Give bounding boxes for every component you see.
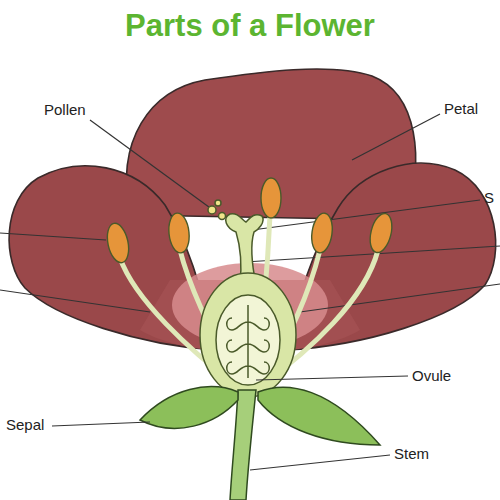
leader-line (252, 200, 480, 230)
part-label: Sepal (6, 416, 44, 434)
anther (104, 221, 132, 264)
anther (167, 212, 191, 254)
pollen-grain (208, 206, 216, 214)
stem (230, 390, 256, 500)
leader-line (52, 376, 408, 470)
leader-line (0, 290, 150, 312)
part-label: Petal (444, 100, 478, 118)
ovary-chamber (216, 295, 280, 385)
part-label: Stem (394, 445, 429, 463)
leader-line (300, 284, 500, 312)
anther (366, 211, 395, 255)
ovule (227, 305, 270, 378)
ovary (200, 273, 296, 397)
sepal (140, 387, 238, 429)
part-label: Ovule (412, 367, 451, 385)
pollen-grain (219, 213, 226, 220)
pistil (200, 200, 296, 397)
diagram-title: Parts of a Flower (0, 8, 500, 44)
anther (261, 178, 281, 218)
part-label: Pollen (44, 101, 86, 119)
sepal (258, 387, 380, 445)
anther (309, 212, 334, 254)
part-label: S (484, 189, 494, 207)
sepals-and-stem (52, 376, 408, 500)
leader-line (352, 114, 440, 160)
leader-line (90, 120, 213, 210)
leader-line (0, 233, 106, 240)
pollen-grain (215, 200, 221, 206)
